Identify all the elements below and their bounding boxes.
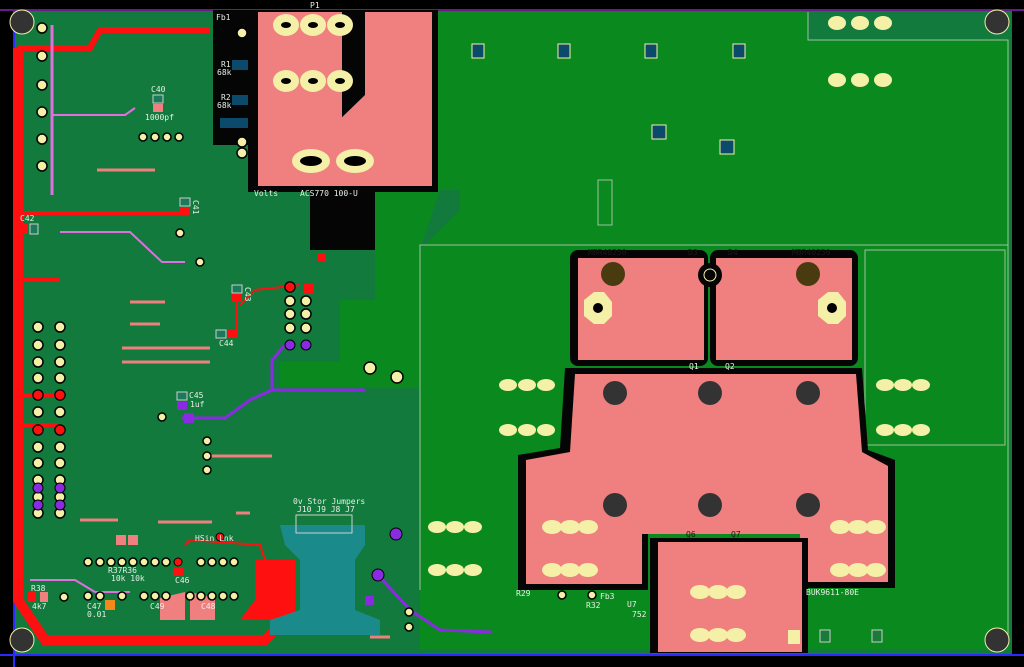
label-mbr40250-right: MBR40250 (792, 248, 831, 257)
label-c43: C43 (243, 287, 252, 302)
label-r1-value: 68k (217, 68, 232, 77)
ic-row-pads (59, 228, 597, 632)
label-q7: Q7 (731, 530, 741, 539)
label-p1: P1 (310, 1, 320, 10)
label-r2-value: 68k (217, 101, 232, 110)
label-jumpers: 0v Stor Jumpers (293, 497, 365, 506)
current-sensor-pad-left-shape (258, 12, 342, 186)
zone-outline (807, 12, 1009, 645)
label-jumper-ids: J10 J9 J8 J7 (297, 505, 355, 514)
label-q1: Q1 (689, 362, 699, 371)
label-r29: R29 (516, 589, 531, 598)
label-r38: R38 (31, 584, 46, 593)
signal-trace (60, 231, 185, 263)
connector-footprint (597, 179, 613, 226)
label-c40-value: 1000pf (145, 113, 174, 122)
power-oval-pads (428, 16, 930, 642)
zone-outline (419, 244, 1008, 590)
label-c41: C41 (191, 200, 200, 215)
mosfet-q1-q2-pour (526, 374, 888, 584)
sensor-pad-holes (281, 22, 366, 166)
label-r37-r36: R37R36 (108, 566, 137, 575)
signal-trace-purple (376, 573, 493, 634)
red-vias (32, 281, 296, 567)
zone-outline (864, 249, 1006, 446)
label-r37-r36-value: 10k 10k (111, 574, 145, 583)
signal-trace-purple (182, 344, 287, 420)
label-d4: D4 (728, 248, 738, 257)
label-c46: C46 (175, 576, 190, 585)
label-q6: Q6 (686, 530, 696, 539)
sensor-footprint (310, 190, 375, 250)
label-c40: C40 (151, 85, 166, 94)
signal-trace (30, 579, 130, 593)
label-c42: C42 (20, 214, 35, 223)
label-c45-value: 1uf (190, 400, 205, 409)
label-mbr40250-left: MBR40250 (588, 248, 627, 257)
power-trace-top (18, 27, 210, 51)
label-q2: Q2 (725, 362, 735, 371)
label-u7: U7 (627, 600, 637, 609)
label-volts: Volts (254, 189, 278, 198)
label-c49: C49 (150, 602, 165, 611)
short-traces (80, 168, 390, 639)
resistor-r1-pad (232, 60, 248, 70)
label-buk9611: BUK9611-80E (806, 588, 859, 597)
label-fb3: Fb3 (600, 592, 615, 601)
label-u7-value: 752 (632, 610, 647, 619)
label-r38-value: 4k7 (32, 602, 47, 611)
label-hsin-lnk: HSin Lnk (195, 534, 234, 543)
signal-trace (184, 538, 266, 561)
signal-trace (52, 107, 136, 116)
power-pour (240, 560, 295, 620)
mounting-holes (584, 262, 846, 517)
label-c44: C44 (219, 339, 234, 348)
silkscreen-labels: P1 Fb1 R1 68k R2 68k Volts ACS770 100-U … (20, 1, 859, 619)
jumper-area (270, 525, 380, 635)
label-c47: C47 (87, 602, 102, 611)
label-d3: D3 (688, 248, 698, 257)
jumper-header-j7-j10[interactable] (295, 514, 353, 534)
label-r32: R32 (586, 601, 601, 610)
resistor-pad (220, 118, 248, 128)
label-r2: R2 (221, 93, 231, 102)
label-r1: R1 (221, 60, 231, 69)
resistor-r2-pad (232, 95, 248, 105)
label-c48: C48 (201, 602, 216, 611)
label-c47-value: 0.01 (87, 610, 106, 619)
square-pads (471, 43, 746, 155)
label-acs770: ACS770 100-U (300, 189, 358, 198)
corner-mounting-holes (9, 9, 1010, 653)
label-fb1: Fb1 (216, 13, 231, 22)
label-c45: C45 (189, 391, 204, 400)
purple-vias (32, 339, 403, 582)
current-sensor-pad-right (334, 12, 432, 186)
